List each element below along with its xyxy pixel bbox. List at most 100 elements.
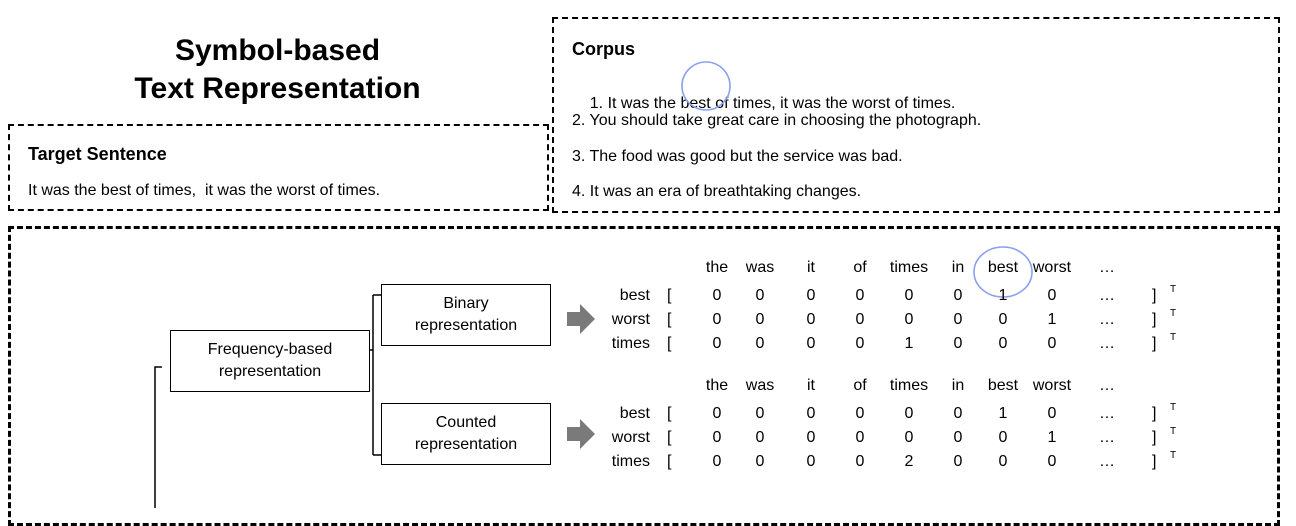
matrix-cell: 0 [806,335,816,352]
matrix-cell: 0 [712,405,722,422]
matrix-cell: 0 [1047,287,1057,304]
corpus-item-1-prefix: 1. It was the [589,95,681,112]
matrix-cell: 1 [1047,429,1057,446]
matrix-cell: 0 [1047,405,1057,422]
matrix-cell: … [1099,405,1115,422]
transpose-mark: T [1170,426,1177,437]
matrix-cell: 0 [712,335,722,352]
matrix-cell: 0 [904,287,914,304]
matrix2-col-was: was [745,377,775,394]
matrix-cell: 0 [855,405,865,422]
matrix-cell: 0 [755,311,765,328]
matrix-cell: … [1099,287,1115,304]
matrix-cell: 0 [855,453,865,470]
matrix-cell: 0 [855,311,865,328]
bracket-open: [ [667,453,672,470]
matrix-cell: 0 [998,453,1008,470]
matrix2-col-worst: worst [1032,377,1072,394]
matrix-cell: 0 [755,453,765,470]
transpose-mark: T [1170,332,1177,343]
bracket-open: [ [667,405,672,422]
matrix-cell: 0 [712,429,722,446]
title-line-2: Text Representation [134,72,421,105]
matrix-cell: 0 [904,311,914,328]
corpus-highlight-word: best [680,95,711,112]
matrix-cell: 0 [998,429,1008,446]
corpus-heading: Corpus [572,39,635,59]
counted-representation-box: Counted representation [381,403,551,465]
matrix-cell: 1 [1047,311,1057,328]
matrix2-col-it: it [807,377,815,394]
matrix1-row-label: worst [611,311,650,328]
highlight-circle-matrix [973,246,1033,298]
matrix1-row-label: times [611,335,650,352]
matrix1-col-of: of [853,259,867,276]
highlight-circle-corpus [681,61,731,111]
matrix-cell: 0 [904,405,914,422]
target-sentence-text: It was the best of times, it was the wor… [28,182,381,199]
matrix-cell: 0 [755,335,765,352]
matrix-cell: 0 [755,429,765,446]
matrix-cell: 0 [855,429,865,446]
matrix-cell: … [1099,335,1115,352]
matrix2-col-in: in [951,377,965,394]
corpus-item-2: 2. You should take great care in choosin… [572,112,982,129]
bracket-open: [ [667,429,672,446]
matrix2-col-best: best [987,377,1019,394]
matrix2-col-of: of [853,377,867,394]
bracket-open: [ [667,311,672,328]
matrix1-col-times: times [889,259,929,276]
matrix1-col-best: best [987,259,1019,276]
matrix-cell: 0 [755,287,765,304]
bracket-close: ] [1152,311,1157,328]
matrix-cell: 0 [953,453,963,470]
matrix2-row-label: best [619,405,650,422]
matrix-cell: 0 [998,311,1008,328]
matrix-cell: 0 [953,405,963,422]
binary-representation-box: Binary representation [381,284,551,346]
bracket-close: ] [1152,453,1157,470]
corpus-box: Corpus 1. It was the best of times, it w… [552,17,1280,213]
binary-representation-label: Binary representation [414,295,518,334]
matrix2-row-label: worst [611,429,650,446]
matrix-cell: 0 [806,311,816,328]
matrix2-col-the: the [705,377,729,394]
matrix-cell: 0 [712,287,722,304]
matrix-cell: 0 [806,453,816,470]
corpus-item-1: 1. It was the best of times, it was the … [572,77,955,131]
matrix-cell: 0 [712,311,722,328]
bracket-close: ] [1152,287,1157,304]
target-sentence-heading: Target Sentence [28,144,167,164]
matrix1-col-in: in [951,259,965,276]
matrix-cell: 0 [855,287,865,304]
corpus-item-1-suffix: of times, it was the worst of times. [710,95,956,112]
matrix1-row-label: best [619,287,650,304]
bracket-close: ] [1152,405,1157,422]
matrix-cell: 0 [712,453,722,470]
frequency-based-label: Frequency-based representation [207,341,333,380]
matrix-cell: 0 [806,287,816,304]
matrix-cell: 0 [806,429,816,446]
matrix2-row-label: times [611,453,650,470]
matrix-cell: 0 [1047,453,1057,470]
matrix-cell: 0 [953,335,963,352]
child-bracket [370,294,381,456]
bracket-open: [ [667,335,672,352]
matrix-cell: 0 [953,311,963,328]
transpose-mark: T [1170,450,1177,461]
corpus-item-4: 4. It was an era of breathtaking changes… [572,183,862,200]
title-line-1: Symbol-based [174,34,381,67]
matrix-cell: 0 [1047,335,1057,352]
matrix-cell: 0 [806,405,816,422]
matrix-cell: 0 [904,429,914,446]
arrow-icon [567,419,595,449]
matrix-cell: 0 [953,287,963,304]
matrix-cell: … [1099,453,1115,470]
matrix1-col-it: it [807,259,815,276]
matrix-cell: 0 [953,429,963,446]
matrix-cell: … [1099,311,1115,328]
counted-representation-label: Counted representation [414,414,518,453]
matrix-cell: 1 [904,335,914,352]
diagram-title: Symbol-based Text Representation [100,32,455,108]
matrix1-col-the: the [705,259,729,276]
